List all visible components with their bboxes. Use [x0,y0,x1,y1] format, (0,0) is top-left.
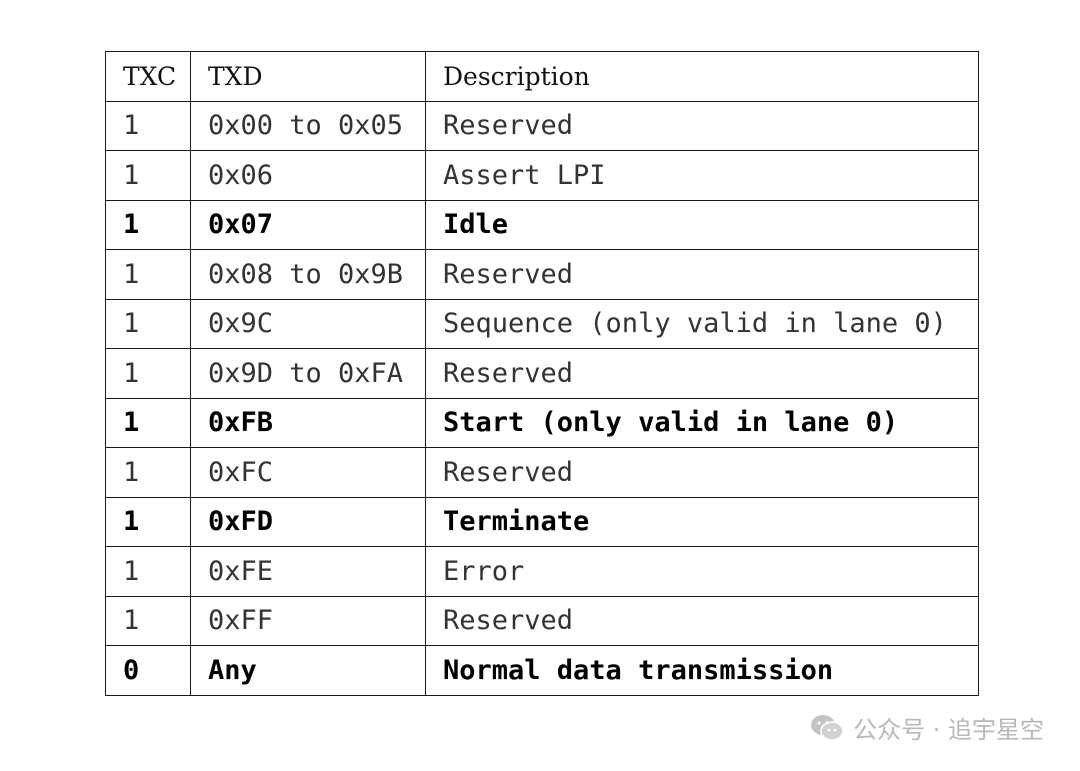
watermark: 公众号 · 追宇星空 [809,710,1044,745]
cell-txd: 0xFE [190,546,426,597]
cell-txc: 1 [105,199,191,250]
cell-description: Reserved [425,249,979,300]
cell-description: Start (only valid in lane 0) [425,397,979,448]
cell-description: Error [425,546,979,597]
cell-txc: 1 [105,447,191,498]
cell-txd: 0xFB [190,397,426,448]
cell-txc: 1 [105,100,191,151]
cell-txc: 1 [105,595,191,646]
cell-description: Reserved [425,447,979,498]
cell-description: Idle [425,199,979,250]
cell-description: Sequence (only valid in lane 0) [425,298,979,349]
wechat-icon [811,714,844,741]
header-txc: TXC [105,51,191,102]
cell-txd: 0x00 to 0x05 [190,100,426,151]
cell-description: Reserved [425,348,979,399]
cell-txd: 0x06 [190,150,426,201]
cell-txd: 0x08 to 0x9B [190,249,426,300]
cell-txc: 1 [105,496,191,547]
cell-description: Assert LPI [425,150,979,201]
cell-txc: 0 [105,645,191,696]
cell-txd: 0x9D to 0xFA [190,348,426,399]
cell-txc: 1 [105,348,191,399]
cell-txc: 1 [105,249,191,300]
cell-description: Reserved [425,595,979,646]
cell-txc: 1 [105,150,191,201]
watermark-text: 公众号 · 追宇星空 [853,716,1044,744]
header-row: TXC TXD Description [105,51,979,102]
cell-txd: 0xFC [190,447,426,498]
cell-txd: 0x07 [190,199,426,250]
header-txd: TXD [190,51,426,102]
cell-txc: 1 [105,397,191,448]
cell-description: Terminate [425,496,979,547]
cell-description: Normal data transmission [425,645,979,696]
cell-txd: Any [190,645,426,696]
cell-txc: 1 [105,546,191,597]
cell-txd: 0xFD [190,496,426,547]
cell-txc: 1 [105,298,191,349]
cell-txd: 0x9C [190,298,426,349]
cell-txd: 0xFF [190,595,426,646]
header-description: Description [425,51,979,102]
cell-description: Reserved [425,100,979,151]
table-header: TXC TXD Description [105,51,979,102]
